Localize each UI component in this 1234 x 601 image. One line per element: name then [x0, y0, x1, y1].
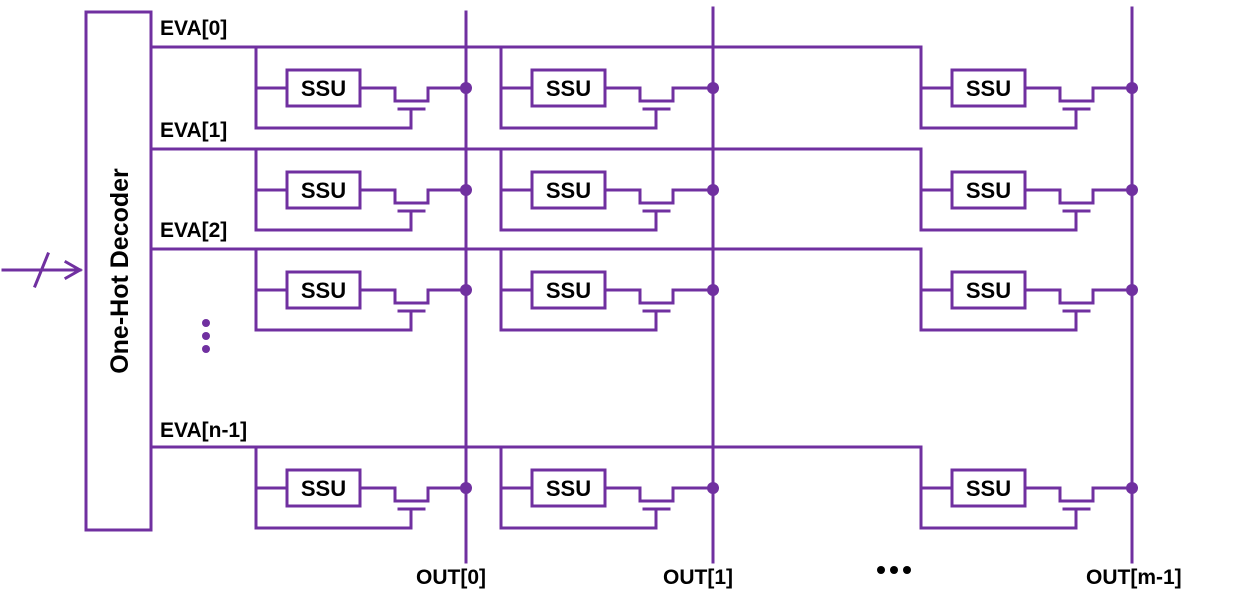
junction-dot [460, 184, 472, 196]
row-eva-2: SSU SSU SSU [149, 247, 1138, 332]
ssu-label: SSU [966, 76, 1011, 101]
ssu-label: SSU [546, 476, 591, 501]
row-label-eva-n-1: EVA[n-1] [160, 419, 247, 442]
ssu-box [285, 468, 362, 508]
decoder-label: One-Hot Decoder [106, 168, 134, 374]
junction-dot [460, 82, 472, 94]
ssu-cell-eva-0-out-m-1: SSU [919, 45, 1138, 130]
ssu-box [285, 170, 362, 210]
junction-dot [460, 482, 472, 494]
ssu-cell-eva-0-out-0: SSU [254, 45, 472, 130]
row-eva-n-1: SSU SSU SSU [149, 445, 1138, 530]
junction-dot [707, 482, 719, 494]
vertical-ellipsis [202, 319, 210, 353]
junction-dot [460, 284, 472, 296]
ssu-cell-eva-1-out-m-1: SSU [919, 147, 1138, 232]
ssu-label: SSU [966, 178, 1011, 203]
column-label-out-1: OUT[1] [663, 566, 733, 589]
ssu-label: SSU [301, 76, 346, 101]
junction-dot [1126, 184, 1138, 196]
row-eva-1: SSU SSU SSU [149, 147, 1138, 232]
row-label-eva-0: EVA[0] [160, 17, 227, 40]
junction-dot [1126, 82, 1138, 94]
ssu-box [950, 468, 1027, 508]
ssu-cell-eva-n-1-out-m-1: SSU [919, 445, 1138, 530]
ssu-label: SSU [966, 278, 1011, 303]
ssu-label: SSU [546, 278, 591, 303]
ssu-cell-eva-2-out-m-1: SSU [919, 247, 1138, 332]
junction-dot [1126, 482, 1138, 494]
ssu-box [285, 68, 362, 108]
ssu-cell-eva-1-out-1: SSU [499, 147, 719, 232]
junction-dot [707, 284, 719, 296]
ssu-label: SSU [301, 278, 346, 303]
ssu-box [530, 68, 607, 108]
ssu-cell-eva-n-1-out-1: SSU [499, 445, 719, 530]
row-groups: SSU SSU SSU SSU SSU SSU SSU SSU SSU SSU SSU SSU [149, 45, 1138, 530]
junction-dot [707, 184, 719, 196]
row-label-eva-1: EVA[1] [160, 119, 227, 142]
ssu-label: SSU [301, 476, 346, 501]
ssu-label: SSU [966, 476, 1011, 501]
column-label-out-0: OUT[0] [416, 566, 486, 589]
junction-dot [707, 82, 719, 94]
ssu-cell-eva-2-out-1: SSU [499, 247, 719, 332]
ssu-box [950, 170, 1027, 210]
ssu-box [950, 68, 1027, 108]
ssu-box [950, 270, 1027, 310]
ssu-label: SSU [546, 178, 591, 203]
ssu-label: SSU [301, 178, 346, 203]
junction-dot [1126, 284, 1138, 296]
ssu-cell-eva-n-1-out-0: SSU [254, 445, 472, 530]
ssu-box [285, 270, 362, 310]
ssu-cell-eva-0-out-1: SSU [499, 45, 719, 130]
input-bus-arrow [1, 252, 84, 288]
ssu-box [530, 468, 607, 508]
horizontal-ellipsis [877, 566, 911, 574]
row-label-eva-2: EVA[2] [160, 219, 227, 242]
ssu-cell-eva-1-out-0: SSU [254, 147, 472, 232]
one-hot-decoder: One-Hot Decoder [84, 10, 153, 532]
row-eva-0: SSU SSU SSU [149, 45, 1138, 130]
ssu-cell-eva-2-out-0: SSU [254, 247, 472, 332]
ssu-label: SSU [546, 76, 591, 101]
column-label-out-m-1: OUT[m-1] [1086, 566, 1182, 589]
